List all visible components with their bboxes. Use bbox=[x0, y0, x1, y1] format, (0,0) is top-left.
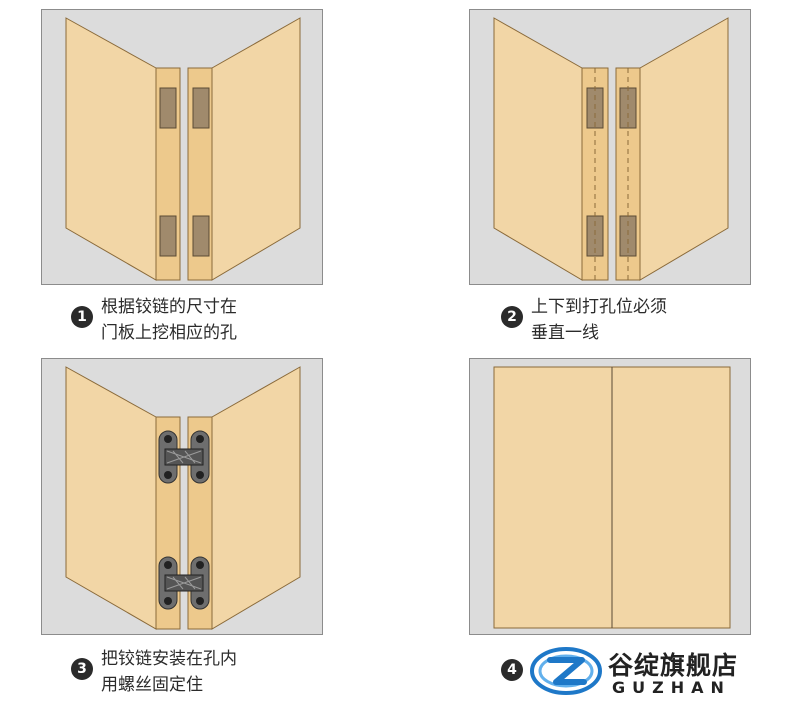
mortise-hole bbox=[192, 87, 210, 129]
step-4-caption: 4 bbox=[501, 647, 531, 681]
brand-logo: 谷绽旗舰店 GUZHAN bbox=[528, 640, 780, 702]
step-2-caption: 2 上下到打孔位必须 垂直一线 bbox=[501, 294, 667, 346]
brand-name-en: GUZHAN bbox=[612, 678, 731, 697]
aligned-holes-drawing bbox=[493, 17, 729, 281]
caption-line: 垂直一线 bbox=[531, 323, 599, 343]
brand-z-mark-icon bbox=[530, 647, 602, 695]
hinge-top bbox=[158, 430, 210, 484]
brand-name-cn: 谷绽旗舰店 bbox=[608, 651, 739, 680]
step-3-illustration bbox=[41, 358, 323, 635]
step-4-illustration bbox=[469, 358, 751, 635]
closed-doors-drawing bbox=[493, 366, 731, 629]
hinge-bottom bbox=[158, 556, 210, 610]
caption-line: 用螺丝固定住 bbox=[101, 675, 203, 695]
step-1-illustration bbox=[41, 9, 323, 285]
mortise-hole bbox=[159, 215, 177, 257]
step-3-caption: 3 把铰链安装在孔内 用螺丝固定住 bbox=[71, 646, 237, 698]
mortise-hole bbox=[192, 215, 210, 257]
mortise-hole bbox=[159, 87, 177, 129]
hinges-installed-drawing bbox=[65, 366, 301, 630]
step-number-badge: 3 bbox=[71, 658, 93, 680]
step-number-badge: 1 bbox=[71, 306, 93, 328]
caption-line: 门板上挖相应的孔 bbox=[101, 323, 237, 343]
step-number-badge: 4 bbox=[501, 659, 523, 681]
caption-line: 上下到打孔位必须 bbox=[531, 297, 667, 317]
doors-with-holes-drawing bbox=[65, 17, 301, 281]
caption-line: 把铰链安装在孔内 bbox=[101, 649, 237, 669]
step-number-badge: 2 bbox=[501, 306, 523, 328]
step-1-caption: 1 根据铰链的尺寸在 门板上挖相应的孔 bbox=[71, 294, 237, 346]
caption-line: 根据铰链的尺寸在 bbox=[101, 297, 237, 317]
step-2-illustration bbox=[469, 9, 751, 285]
